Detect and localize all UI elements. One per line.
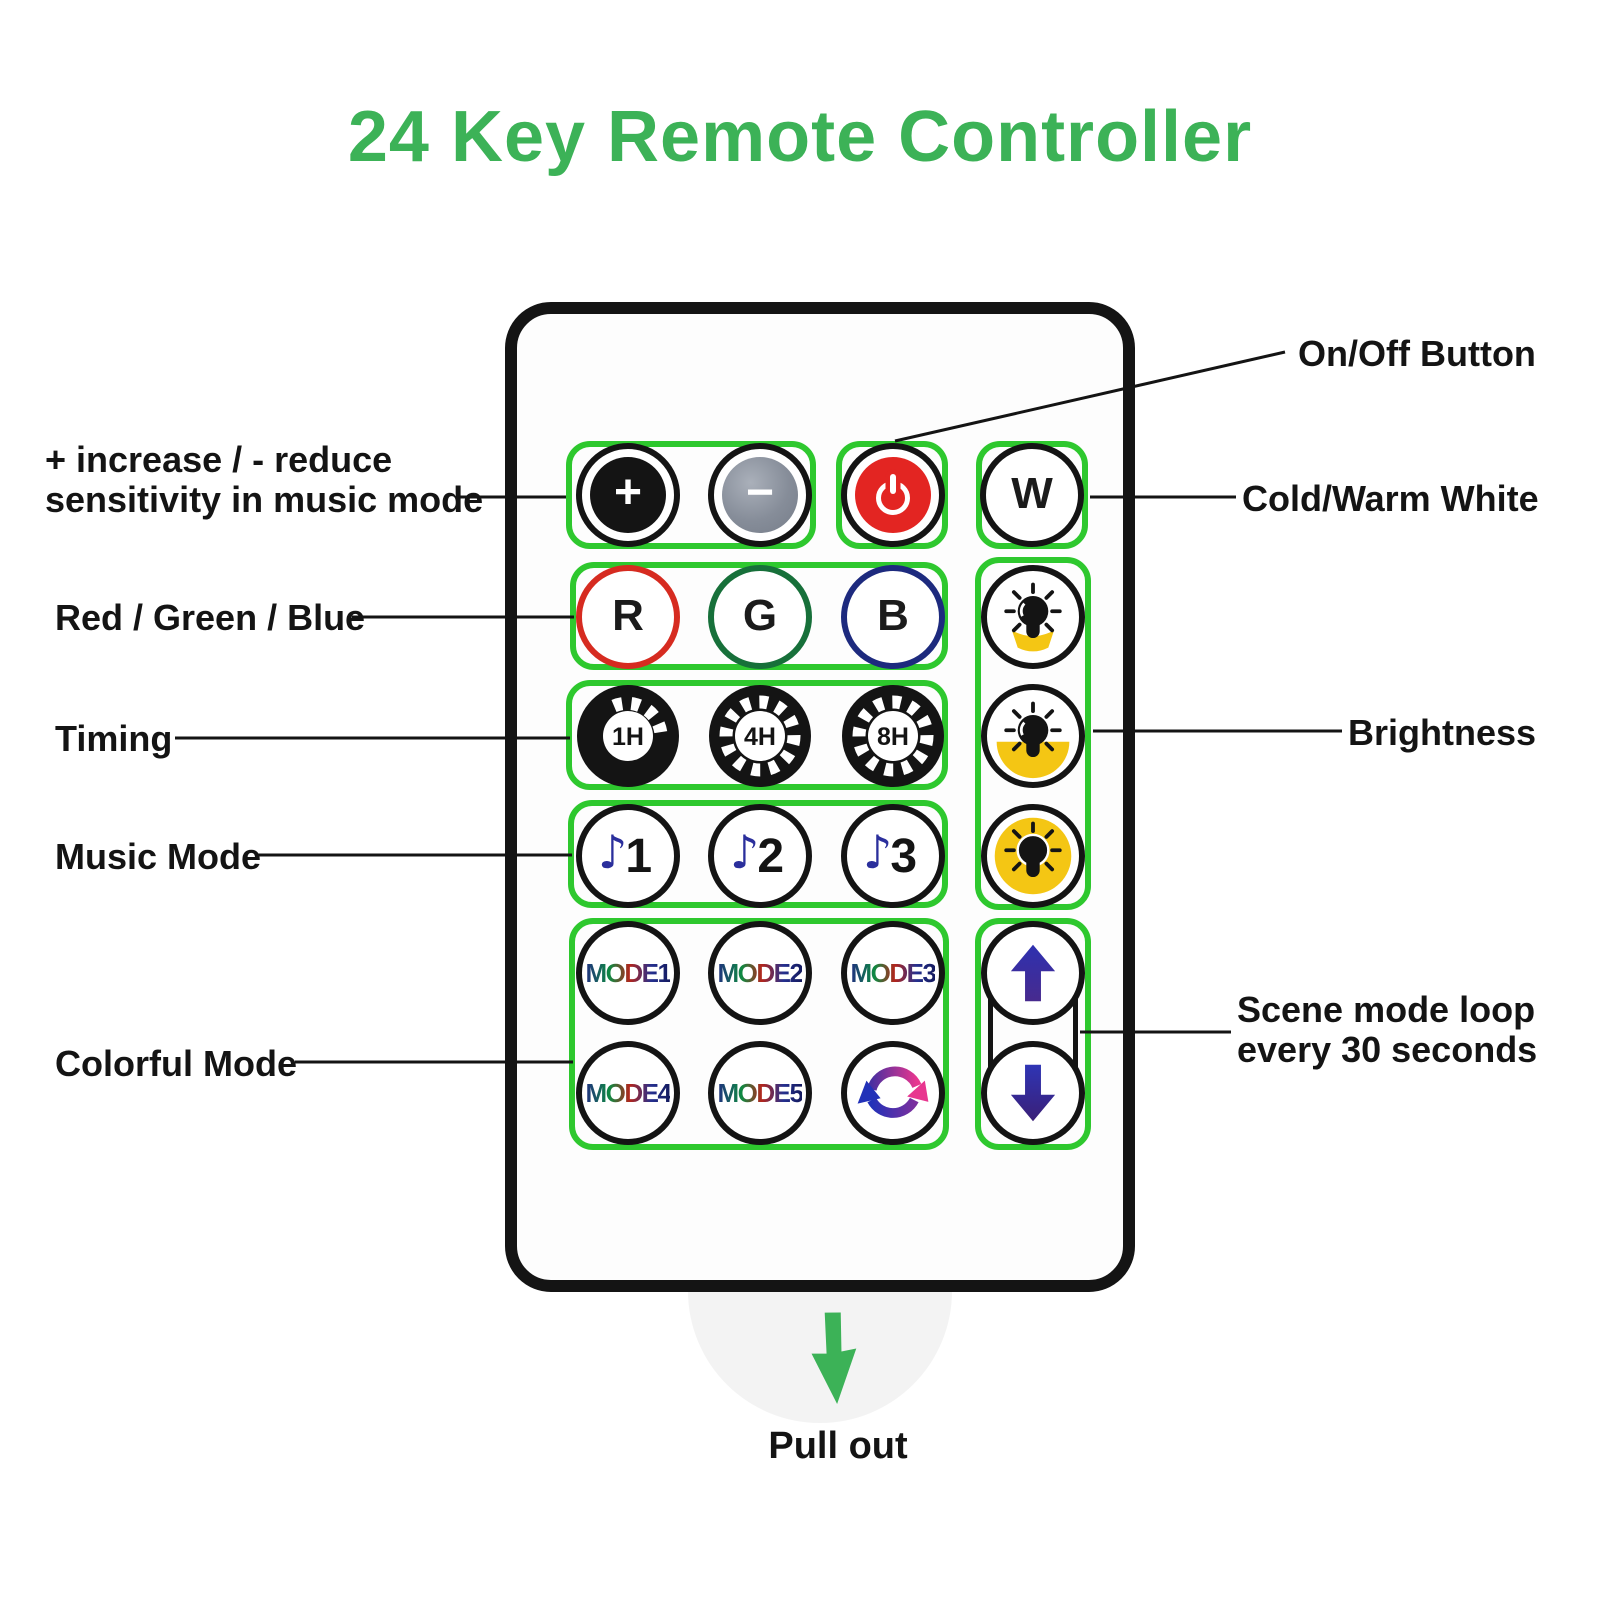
green-button[interactable]: G (708, 565, 812, 669)
svg-text:8H: 8H (877, 723, 909, 751)
scene-up-button[interactable] (981, 921, 1085, 1025)
red-button[interactable]: R (576, 565, 680, 669)
mode-5-label: MODE5 (717, 1077, 804, 1108)
mode-5-button[interactable]: MODE5 (708, 1041, 812, 1145)
bulb-high-icon (994, 817, 1072, 895)
label-music-mode: Music Mode (55, 836, 262, 877)
group-sensitivity (566, 441, 816, 549)
blue-button-label: B (877, 591, 909, 640)
mode-2-label: MODE2 (717, 957, 804, 988)
brightness-low-button[interactable] (981, 565, 1085, 669)
mode-1-button[interactable]: MODE1 (576, 921, 680, 1025)
label-sensitivity-line1: + increase / - reduce (45, 439, 393, 480)
label-sensitivity: + increase / - reduce sensitivity in mus… (45, 440, 483, 520)
plus-icon: + (613, 465, 643, 519)
green-button-label: G (742, 591, 778, 640)
power-button[interactable] (841, 443, 945, 547)
white-button-label: W (1011, 469, 1053, 518)
up-arrow-icon (1010, 944, 1056, 1002)
decrease-button[interactable]: − (708, 443, 812, 547)
mode-4-label: MODE4 (585, 1077, 672, 1108)
red-button-label: R (612, 591, 644, 640)
svg-text:4H: 4H (744, 723, 776, 751)
label-cold-warm: Cold/Warm White (1242, 478, 1539, 519)
label-scene-loop-line2: every 30 seconds (1237, 1029, 1538, 1070)
mode-3-label: MODE3 (850, 957, 937, 988)
music-1-label: 1 (625, 830, 653, 883)
timer-8h-button[interactable]: 8H (841, 684, 945, 788)
music-note-icon: ♪ (729, 825, 760, 879)
label-rgb: Red / Green / Blue (55, 597, 366, 638)
cycle-icon (857, 1066, 929, 1118)
music-mode-2-button[interactable]: ♪ 2 (708, 804, 812, 908)
group-timing (566, 680, 948, 790)
timer-1h-icon: 1H (577, 685, 679, 787)
label-colorful-mode: Colorful Mode (55, 1043, 297, 1084)
music-mode-1-button[interactable]: ♪ 1 (576, 804, 680, 908)
timer-1h-button[interactable]: 1H (576, 684, 680, 788)
mode-1-label: MODE1 (585, 957, 672, 988)
svg-text:1H: 1H (612, 723, 644, 751)
timer-4h-icon: 4H (709, 685, 811, 787)
label-on-off: On/Off Button (1298, 333, 1536, 374)
timer-8h-icon: 8H (842, 685, 944, 787)
brightness-mid-button[interactable] (981, 684, 1085, 788)
pull-out-caption: Pull out (768, 1425, 908, 1467)
label-scene-loop-line1: Scene mode loop (1237, 989, 1536, 1030)
minus-disc: − (722, 457, 798, 533)
bulb-low-icon (1004, 582, 1062, 652)
minus-icon: − (745, 465, 775, 519)
brightness-high-button[interactable] (981, 804, 1085, 908)
mode-cycle-button[interactable] (841, 1041, 945, 1145)
white-button[interactable]: W (980, 443, 1084, 547)
label-scene-loop: Scene mode loop every 30 seconds (1237, 990, 1537, 1070)
power-disc (855, 457, 931, 533)
plus-disc: + (590, 457, 666, 533)
label-brightness: Brightness (1348, 712, 1537, 753)
pull-out-arrow-icon (811, 1312, 857, 1404)
mode-3-button[interactable]: MODE3 (841, 921, 945, 1025)
scene-down-button[interactable] (981, 1041, 1085, 1145)
mode-2-button[interactable]: MODE2 (708, 921, 812, 1025)
page-title: 24 Key Remote Controller (347, 97, 1253, 177)
music-3-label: 3 (890, 830, 918, 883)
music-2-label: 2 (757, 830, 785, 883)
bulb-mid-icon (996, 701, 1070, 779)
music-mode-3-button[interactable]: ♪ 3 (841, 804, 945, 908)
increase-button[interactable]: + (576, 443, 680, 547)
label-sensitivity-line2: sensitivity in music mode (45, 479, 484, 520)
music-note-icon: ♪ (597, 825, 628, 879)
timer-4h-button[interactable]: 4H (708, 684, 812, 788)
music-note-icon: ♪ (862, 825, 893, 879)
power-icon (873, 474, 913, 515)
down-arrow-icon (1010, 1064, 1056, 1122)
label-timing: Timing (55, 718, 173, 759)
mode-4-button[interactable]: MODE4 (576, 1041, 680, 1145)
blue-button[interactable]: B (841, 565, 945, 669)
